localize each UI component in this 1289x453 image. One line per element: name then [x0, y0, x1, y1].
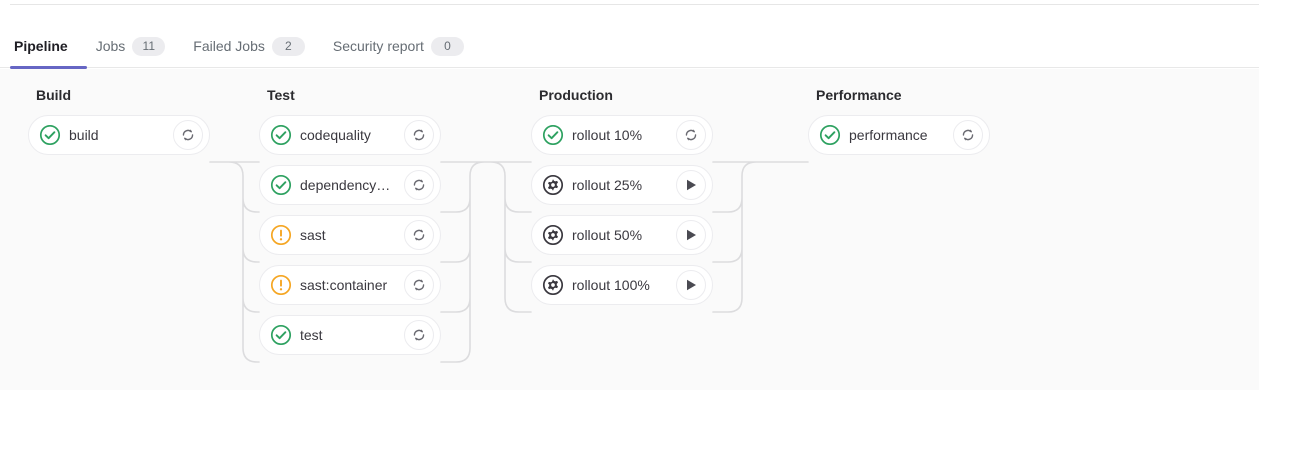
job-name: rollout 25%	[572, 177, 643, 193]
job-retry-button[interactable]	[404, 120, 434, 150]
stage-title: Production	[539, 87, 613, 103]
status-warning-icon	[270, 274, 292, 296]
retry-icon	[413, 129, 425, 141]
stage-title: Test	[267, 87, 295, 103]
tab-failed-jobs[interactable]: Failed Jobs 2	[179, 24, 319, 68]
job-card[interactable]: rollout 25%	[531, 165, 713, 205]
job-card[interactable]: test	[259, 315, 441, 355]
job-retry-button[interactable]	[404, 270, 434, 300]
pipeline-stage-build: Build build	[28, 69, 210, 155]
job-name: test	[300, 327, 323, 343]
pipeline-stage-test: Test codequality dependency_s… sast	[259, 69, 441, 355]
pipeline-stage-production: Production rollout 10% rollout 25% rollo…	[531, 69, 713, 305]
stage-job-list: rollout 10% rollout 25% rollout 50% roll…	[531, 115, 713, 305]
tab-count-badge: 0	[430, 36, 464, 56]
retry-icon	[413, 229, 425, 241]
tab-label: Failed Jobs	[193, 38, 265, 54]
job-name: rollout 50%	[572, 227, 643, 243]
job-retry-button[interactable]	[404, 220, 434, 250]
job-card[interactable]: sast	[259, 215, 441, 255]
tabbar-divider	[0, 67, 1259, 68]
tab-jobs[interactable]: Jobs 11	[82, 24, 180, 68]
retry-icon	[413, 329, 425, 341]
top-divider	[10, 4, 1259, 5]
retry-icon	[413, 179, 425, 191]
stage-title: Performance	[816, 87, 902, 103]
stage-title: Build	[36, 87, 71, 103]
play-icon	[686, 279, 696, 291]
status-manual-icon	[542, 274, 564, 296]
tab-list: Pipeline Jobs 11 Failed Jobs 2 Security repor…	[10, 24, 478, 68]
job-name: rollout 100%	[572, 277, 650, 293]
job-card[interactable]: codequality	[259, 115, 441, 155]
pipeline-tabbar: Pipeline Jobs 11 Failed Jobs 2 Security repor…	[0, 24, 1259, 69]
job-name: performance	[849, 127, 928, 143]
pipeline-graph: Build build Test codequality dependency_…	[0, 69, 1259, 390]
pipeline-graph-panel: Build build Test codequality dependency_…	[0, 69, 1259, 390]
job-name: sast:container	[300, 277, 388, 293]
job-retry-button[interactable]	[404, 170, 434, 200]
retry-icon	[962, 129, 974, 141]
tab-label: Jobs	[95, 38, 126, 54]
job-name: dependency_s…	[300, 177, 398, 193]
status-success-icon	[270, 124, 292, 146]
status-success-icon	[39, 124, 61, 146]
job-card[interactable]: dependency_s…	[259, 165, 441, 205]
tab-pipeline[interactable]: Pipeline	[10, 24, 82, 68]
tab-label: Pipeline	[14, 38, 68, 54]
job-card[interactable]: rollout 10%	[531, 115, 713, 155]
job-play-button[interactable]	[676, 170, 706, 200]
status-success-icon	[542, 124, 564, 146]
pipeline-stage-performance: Performance performance	[808, 69, 990, 155]
status-warning-icon	[270, 224, 292, 246]
play-icon	[686, 229, 696, 241]
job-card[interactable]: build	[28, 115, 210, 155]
status-success-icon	[270, 324, 292, 346]
tab-security-report[interactable]: Security report 0	[319, 24, 478, 68]
play-icon	[686, 179, 696, 191]
tab-count-badge: 11	[132, 36, 166, 56]
job-retry-button[interactable]	[676, 120, 706, 150]
stage-job-list: build	[28, 115, 210, 155]
job-retry-button[interactable]	[953, 120, 983, 150]
stage-job-list: codequality dependency_s… sast	[259, 115, 441, 355]
job-card[interactable]: rollout 100%	[531, 265, 713, 305]
job-name: codequality	[300, 127, 371, 143]
status-manual-icon	[542, 224, 564, 246]
status-success-icon	[270, 174, 292, 196]
job-name: sast	[300, 227, 326, 243]
retry-icon	[182, 129, 194, 141]
job-card[interactable]: rollout 50%	[531, 215, 713, 255]
stage-job-list: performance	[808, 115, 990, 155]
job-name: rollout 10%	[572, 127, 643, 143]
job-retry-button[interactable]	[173, 120, 203, 150]
status-manual-icon	[542, 174, 564, 196]
job-name: build	[69, 127, 99, 143]
tab-label: Security report	[332, 38, 424, 54]
job-play-button[interactable]	[676, 220, 706, 250]
retry-icon	[413, 279, 425, 291]
tab-count-badge: 2	[271, 36, 305, 56]
job-card[interactable]: performance	[808, 115, 990, 155]
retry-icon	[685, 129, 697, 141]
active-tab-underline	[10, 66, 87, 69]
status-success-icon	[819, 124, 841, 146]
job-card[interactable]: sast:container	[259, 265, 441, 305]
job-retry-button[interactable]	[404, 320, 434, 350]
job-play-button[interactable]	[676, 270, 706, 300]
